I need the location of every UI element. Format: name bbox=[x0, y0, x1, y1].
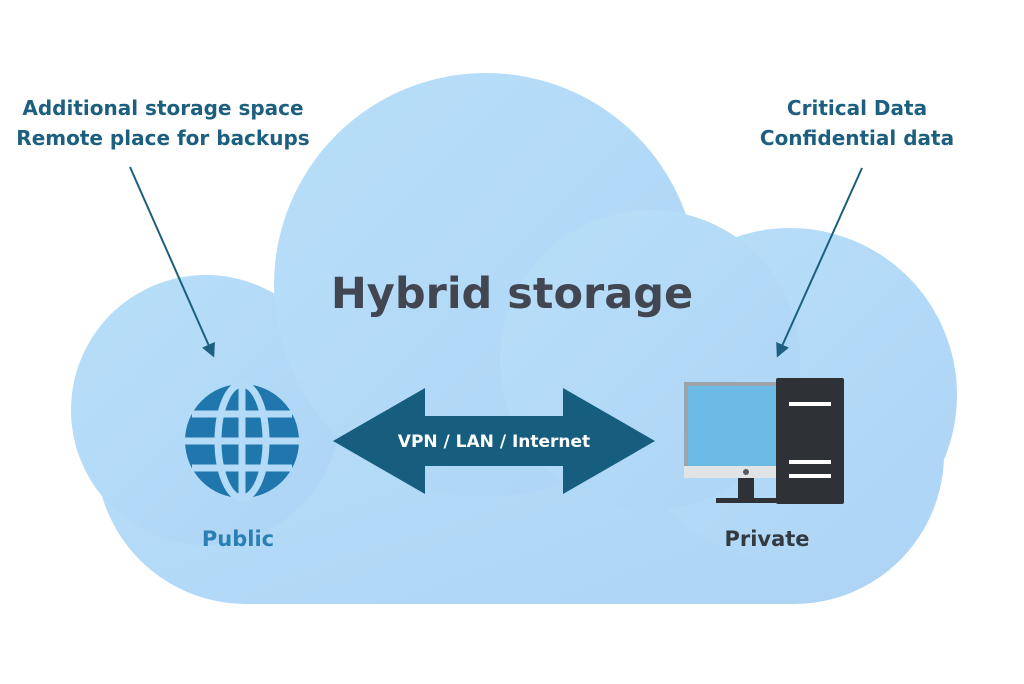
private-note-2: Confidential data bbox=[760, 126, 954, 150]
public-pointer-arrow bbox=[129, 166, 215, 358]
private-annotation: Critical Data Confidential data bbox=[760, 96, 954, 358]
public-note-2: Remote place for backups bbox=[16, 126, 309, 150]
cloud-shape bbox=[71, 73, 957, 604]
private-label: Private bbox=[724, 527, 809, 551]
diagram-title: Hybrid storage bbox=[331, 269, 693, 319]
connection-label: VPN / LAN / Internet bbox=[398, 432, 590, 452]
private-note-1: Critical Data bbox=[787, 96, 927, 120]
connection-double-arrow bbox=[333, 388, 655, 494]
globe-icon bbox=[185, 380, 299, 502]
private-pointer-arrow bbox=[776, 167, 863, 358]
server-icon bbox=[776, 378, 844, 504]
public-label: Public bbox=[202, 527, 274, 551]
computer-server-icon bbox=[684, 378, 844, 504]
public-annotation: Additional storage space Remote place fo… bbox=[16, 96, 310, 358]
public-note-1: Additional storage space bbox=[22, 96, 303, 120]
